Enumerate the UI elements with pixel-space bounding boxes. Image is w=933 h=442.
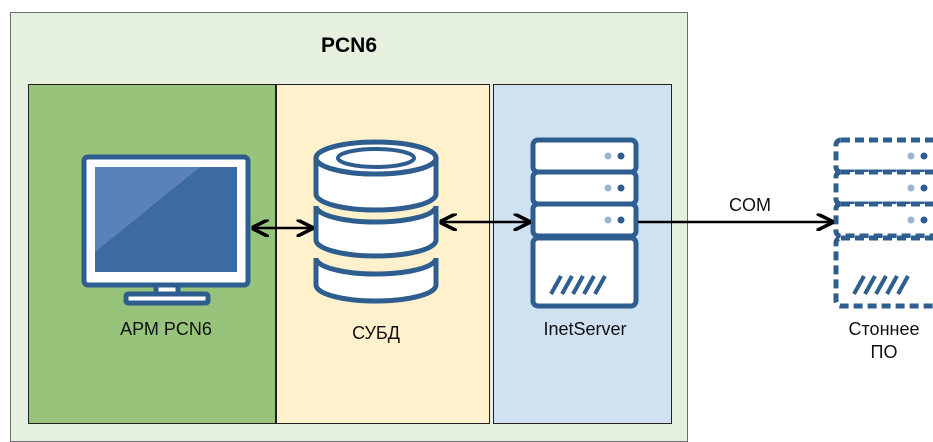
inetserver-label: InetServer bbox=[543, 319, 627, 339]
external-label-line2: ПО bbox=[870, 342, 898, 362]
external-label-line1: Стоннее bbox=[848, 319, 920, 339]
com-link-label: COM bbox=[729, 195, 771, 215]
external-server-icon bbox=[833, 137, 933, 309]
diagram-title: PCN6 bbox=[320, 34, 378, 57]
workstation-label: АРМ PCN6 bbox=[120, 319, 212, 339]
monitor-icon bbox=[81, 154, 251, 306]
dbms-label: СУБД bbox=[352, 323, 400, 343]
database-icon bbox=[313, 139, 439, 304]
server-icon bbox=[530, 137, 639, 309]
